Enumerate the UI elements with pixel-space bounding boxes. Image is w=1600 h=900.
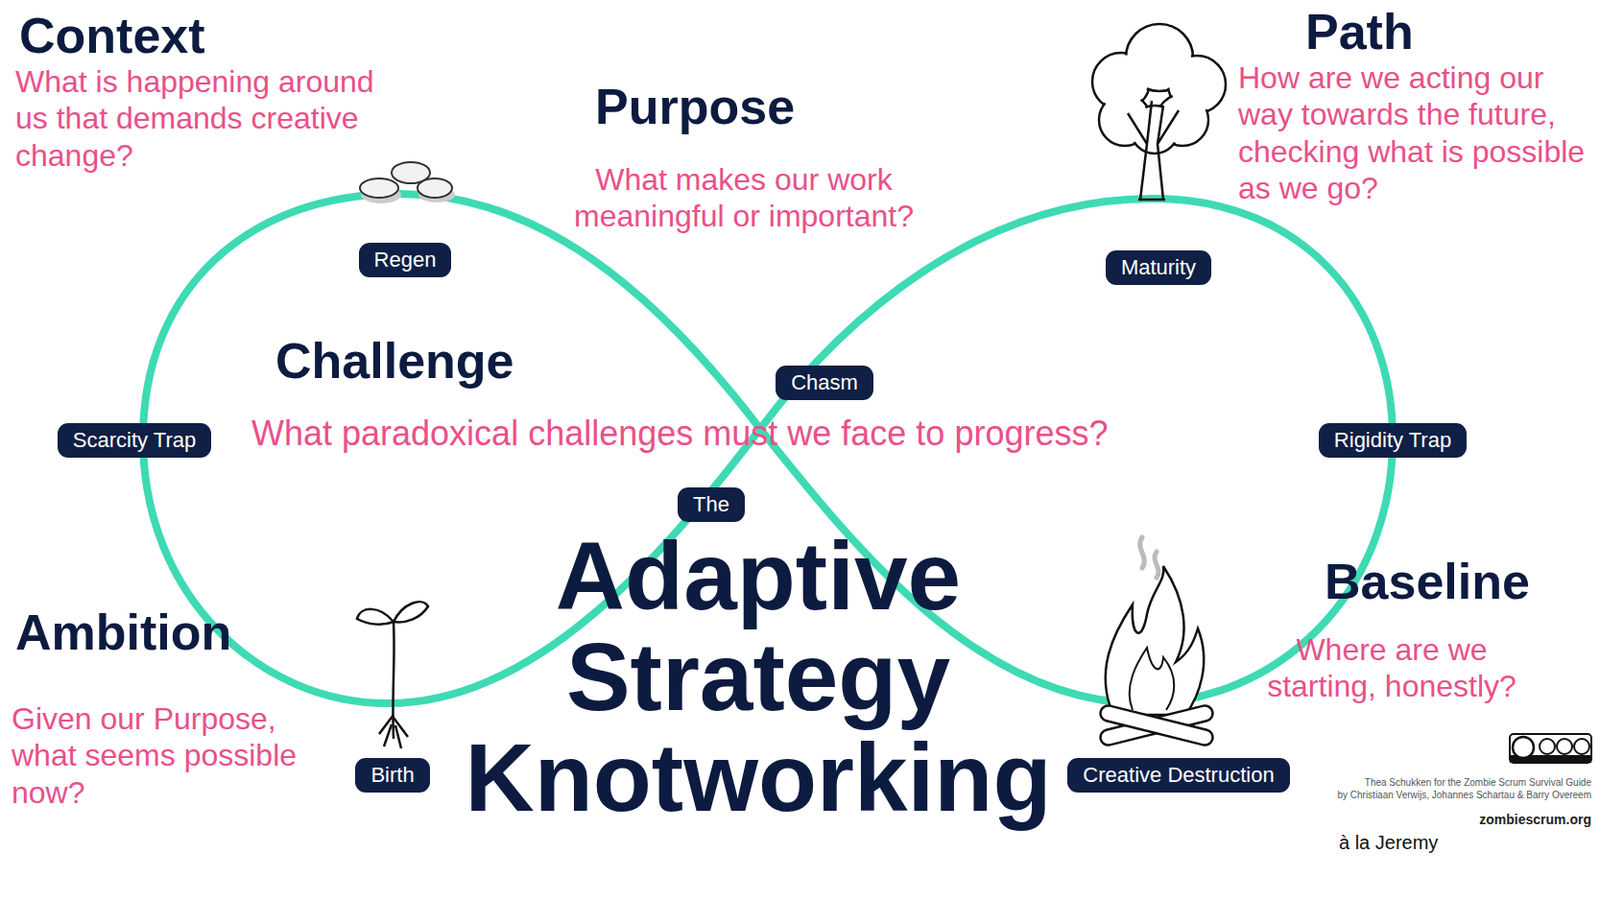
stage-pill: Regen xyxy=(358,242,453,278)
diagram-title: Adaptive Strategy Knotworking xyxy=(460,525,1056,829)
website-text: zombiescrum.org xyxy=(1399,811,1592,829)
stage-pill: Rigidity Trap xyxy=(1318,423,1467,458)
section-heading: Context xyxy=(19,5,327,66)
question-text: How are we acting our way towards the fu… xyxy=(1238,59,1589,208)
question-text: Given our Purpose, what seems possible n… xyxy=(11,700,324,812)
pill-label: Maturity xyxy=(1121,255,1196,281)
stage-pill: The xyxy=(677,487,745,523)
question-text: Where are we starting, honestly? xyxy=(1247,631,1536,706)
campfire xyxy=(1098,537,1215,747)
stage-pill: Scarcity Trap xyxy=(57,423,212,458)
pill-label: Chasm xyxy=(790,370,859,396)
stage-pill: Creative Destruction xyxy=(1067,758,1290,793)
sprout xyxy=(357,601,429,749)
section-heading: Challenge xyxy=(275,331,660,391)
stage-pill: Maturity xyxy=(1105,250,1212,286)
pill-label: Scarcity Trap xyxy=(72,428,196,454)
pill-label: Regen xyxy=(374,247,437,273)
pill-label: Rigidity Trap xyxy=(1334,428,1452,454)
pill-label: Birth xyxy=(370,763,414,789)
seeds xyxy=(359,162,455,204)
section-heading: Ambition xyxy=(15,602,333,663)
section-heading: Path xyxy=(1305,1,1575,62)
question-text: What paradoxical challenges must we face… xyxy=(251,412,1298,454)
section-heading: Baseline xyxy=(1324,551,1589,612)
pill-label: Creative Destruction xyxy=(1082,763,1274,789)
credit-text: by Christiaan Verwijs, Johannes Schartau… xyxy=(1322,789,1592,802)
pill-label: The xyxy=(692,492,730,518)
stage-pill: Birth xyxy=(355,758,430,793)
cc-badge xyxy=(1509,734,1592,764)
signature-text: à la Jeremy xyxy=(1338,831,1493,855)
credit-text: Thea Schukken for the Zombie Scrum Survi… xyxy=(1322,777,1592,789)
question-text: What makes our work meaningful or import… xyxy=(571,161,917,236)
tree xyxy=(1092,23,1226,200)
section-heading: Purpose xyxy=(595,76,903,137)
stage-pill: Chasm xyxy=(775,365,874,401)
question-text: What is happening around us that demands… xyxy=(15,63,376,174)
